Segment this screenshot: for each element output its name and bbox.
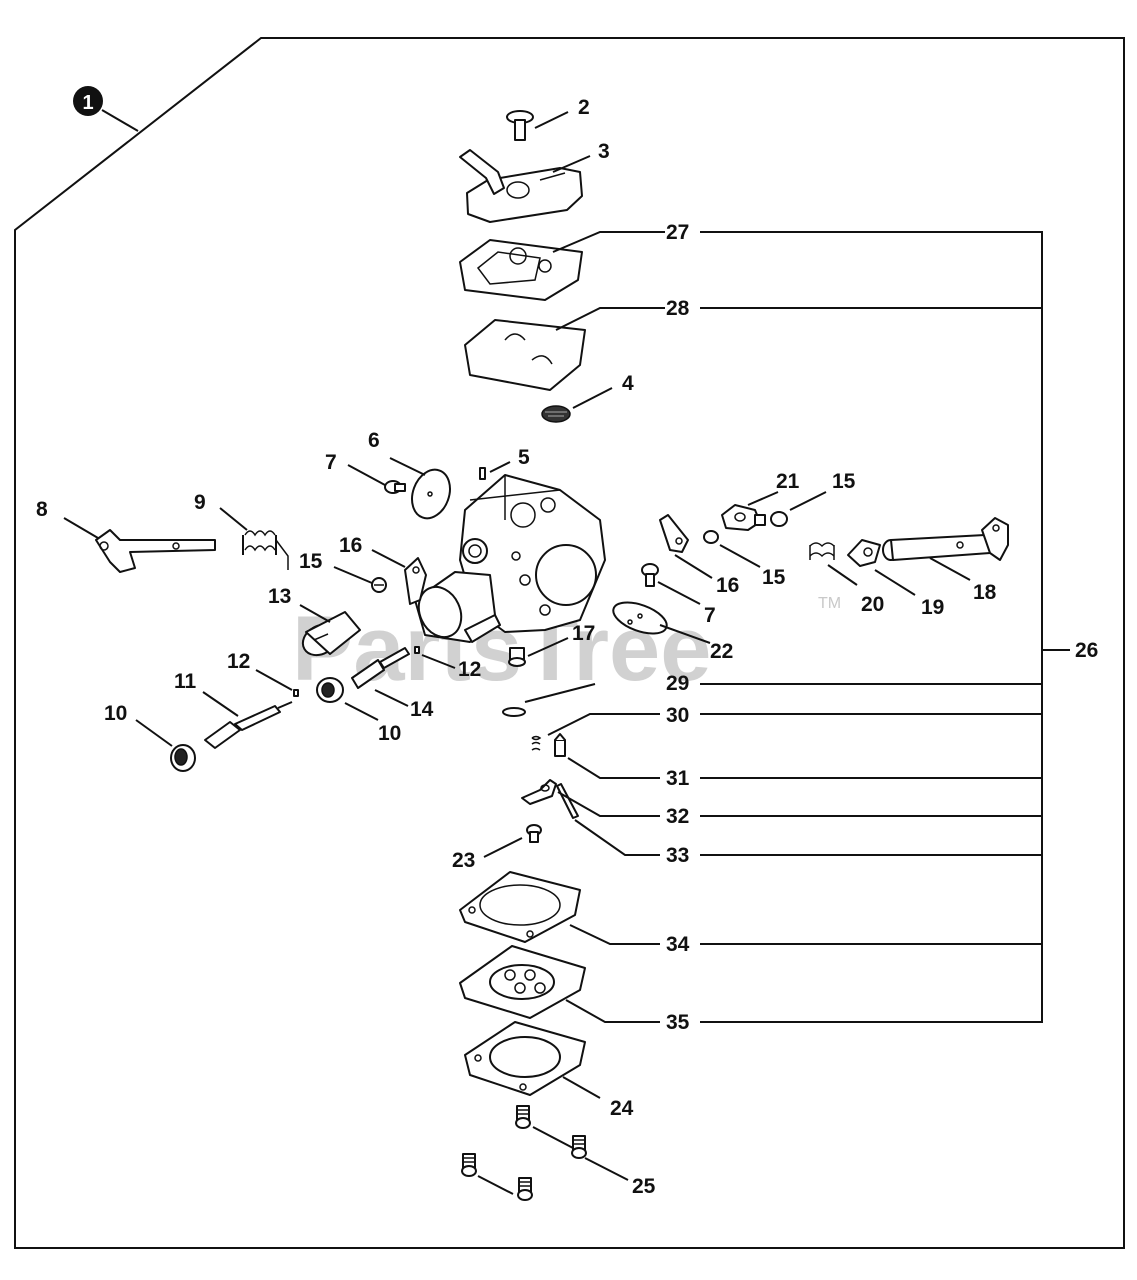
part-32-control-lever[interactable] bbox=[521, 779, 557, 805]
part-5-pin[interactable] bbox=[479, 467, 486, 480]
callout-19: 19 bbox=[921, 596, 944, 619]
part-8-lever[interactable] bbox=[95, 529, 216, 573]
part-16-link-plate[interactable] bbox=[404, 557, 427, 605]
part-13-needle-cap[interactable] bbox=[297, 611, 361, 661]
callout-3: 3 bbox=[598, 140, 610, 163]
callout-2: 2 bbox=[578, 96, 590, 119]
callout-31: 31 bbox=[666, 767, 690, 790]
callout-16-right: 16 bbox=[716, 574, 739, 597]
part-17-check-valve[interactable] bbox=[508, 647, 526, 667]
callout-7-right: 7 bbox=[704, 604, 716, 627]
callout-6: 6 bbox=[368, 429, 380, 452]
callout-4: 4 bbox=[622, 372, 634, 395]
callout-7-left: 7 bbox=[325, 451, 337, 474]
callout-26: 26 bbox=[1075, 639, 1098, 662]
callout-9: 9 bbox=[194, 491, 206, 514]
callout-5: 5 bbox=[518, 446, 530, 469]
callout-21: 21 bbox=[776, 470, 800, 493]
part-24-metering-cover[interactable] bbox=[464, 1021, 586, 1096]
part-30-spring[interactable] bbox=[531, 735, 542, 751]
leader-lines bbox=[63, 111, 1070, 1195]
part-6-throttle-valve[interactable] bbox=[406, 464, 457, 523]
callout-32: 32 bbox=[666, 805, 689, 828]
callout-18: 18 bbox=[973, 581, 997, 604]
callout-10-right: 10 bbox=[378, 722, 401, 745]
part-15-plug-right[interactable] bbox=[703, 530, 719, 544]
carburetor-body[interactable] bbox=[411, 474, 606, 644]
callout-14: 14 bbox=[410, 698, 434, 721]
callout-24: 24 bbox=[610, 1097, 634, 1120]
part-16-link-plate-right[interactable] bbox=[659, 514, 689, 553]
assembly-badge-number: 1 bbox=[82, 92, 93, 114]
callout-15-top-right: 15 bbox=[832, 470, 856, 493]
part-31-inlet-needle[interactable] bbox=[554, 733, 566, 757]
part-18-throttle-shaft[interactable] bbox=[882, 517, 1009, 561]
callout-15-left: 15 bbox=[299, 550, 323, 573]
callout-35: 35 bbox=[666, 1011, 690, 1034]
part-28-diaphragm[interactable] bbox=[464, 319, 586, 391]
part-25-screw-left[interactable] bbox=[461, 1153, 477, 1177]
callout-13: 13 bbox=[268, 585, 291, 608]
part-2-screw[interactable] bbox=[506, 110, 534, 141]
part-27-gasket[interactable] bbox=[459, 239, 583, 301]
part-20-spring[interactable] bbox=[809, 542, 835, 560]
part-25-screw-bottom[interactable] bbox=[517, 1177, 533, 1201]
part-29-pin[interactable] bbox=[502, 707, 526, 717]
assembly-badge[interactable]: 1 bbox=[73, 86, 103, 116]
diagram-frame bbox=[14, 37, 1125, 1249]
part-7-screw[interactable] bbox=[384, 480, 406, 494]
callout-34: 34 bbox=[666, 933, 690, 956]
part-12-pin-right[interactable] bbox=[414, 646, 420, 654]
callout-20: 20 bbox=[861, 593, 884, 616]
callout-10-left: 10 bbox=[104, 702, 127, 725]
part-11-needle[interactable] bbox=[204, 701, 293, 749]
part-15-plug[interactable] bbox=[371, 577, 387, 593]
part-23-screw[interactable] bbox=[526, 824, 542, 843]
callout-17: 17 bbox=[572, 622, 595, 645]
callout-22: 22 bbox=[710, 640, 733, 663]
callout-27: 27 bbox=[666, 221, 689, 244]
callout-29: 29 bbox=[666, 672, 689, 695]
callout-33: 33 bbox=[666, 844, 689, 867]
part-3-pump-cover[interactable] bbox=[459, 149, 583, 223]
callout-12-left: 12 bbox=[227, 650, 250, 673]
part-9-spring[interactable] bbox=[242, 530, 289, 570]
part-15-washer[interactable] bbox=[770, 511, 788, 527]
callout-23: 23 bbox=[452, 849, 475, 872]
part-21-lever[interactable] bbox=[721, 504, 766, 531]
callout-15-right: 15 bbox=[762, 566, 786, 589]
part-34-gasket[interactable] bbox=[459, 871, 581, 943]
part-14-needle[interactable] bbox=[351, 647, 410, 689]
part-12-pin-left[interactable] bbox=[293, 689, 299, 697]
callout-11: 11 bbox=[174, 670, 197, 693]
part-10-adjust-knob-left[interactable] bbox=[170, 744, 196, 772]
callout-8: 8 bbox=[36, 498, 48, 521]
part-25-screw-top[interactable] bbox=[515, 1105, 531, 1129]
part-7-screw-right[interactable] bbox=[641, 563, 659, 587]
callout-12-right: 12 bbox=[458, 658, 481, 681]
callout-16-left: 16 bbox=[339, 534, 362, 557]
callout-30: 30 bbox=[666, 704, 689, 727]
part-19-lever[interactable] bbox=[847, 539, 881, 567]
callout-28: 28 bbox=[666, 297, 690, 320]
part-10-adjust-knob-right[interactable] bbox=[316, 677, 344, 703]
part-35-metering-diaphragm[interactable] bbox=[459, 945, 586, 1019]
part-4-screen-filter[interactable] bbox=[541, 405, 571, 423]
part-25-screw-right[interactable] bbox=[571, 1135, 587, 1159]
watermark-trademark: TM bbox=[818, 595, 841, 612]
part-33-pin[interactable] bbox=[556, 783, 579, 819]
callout-25: 25 bbox=[632, 1175, 656, 1198]
